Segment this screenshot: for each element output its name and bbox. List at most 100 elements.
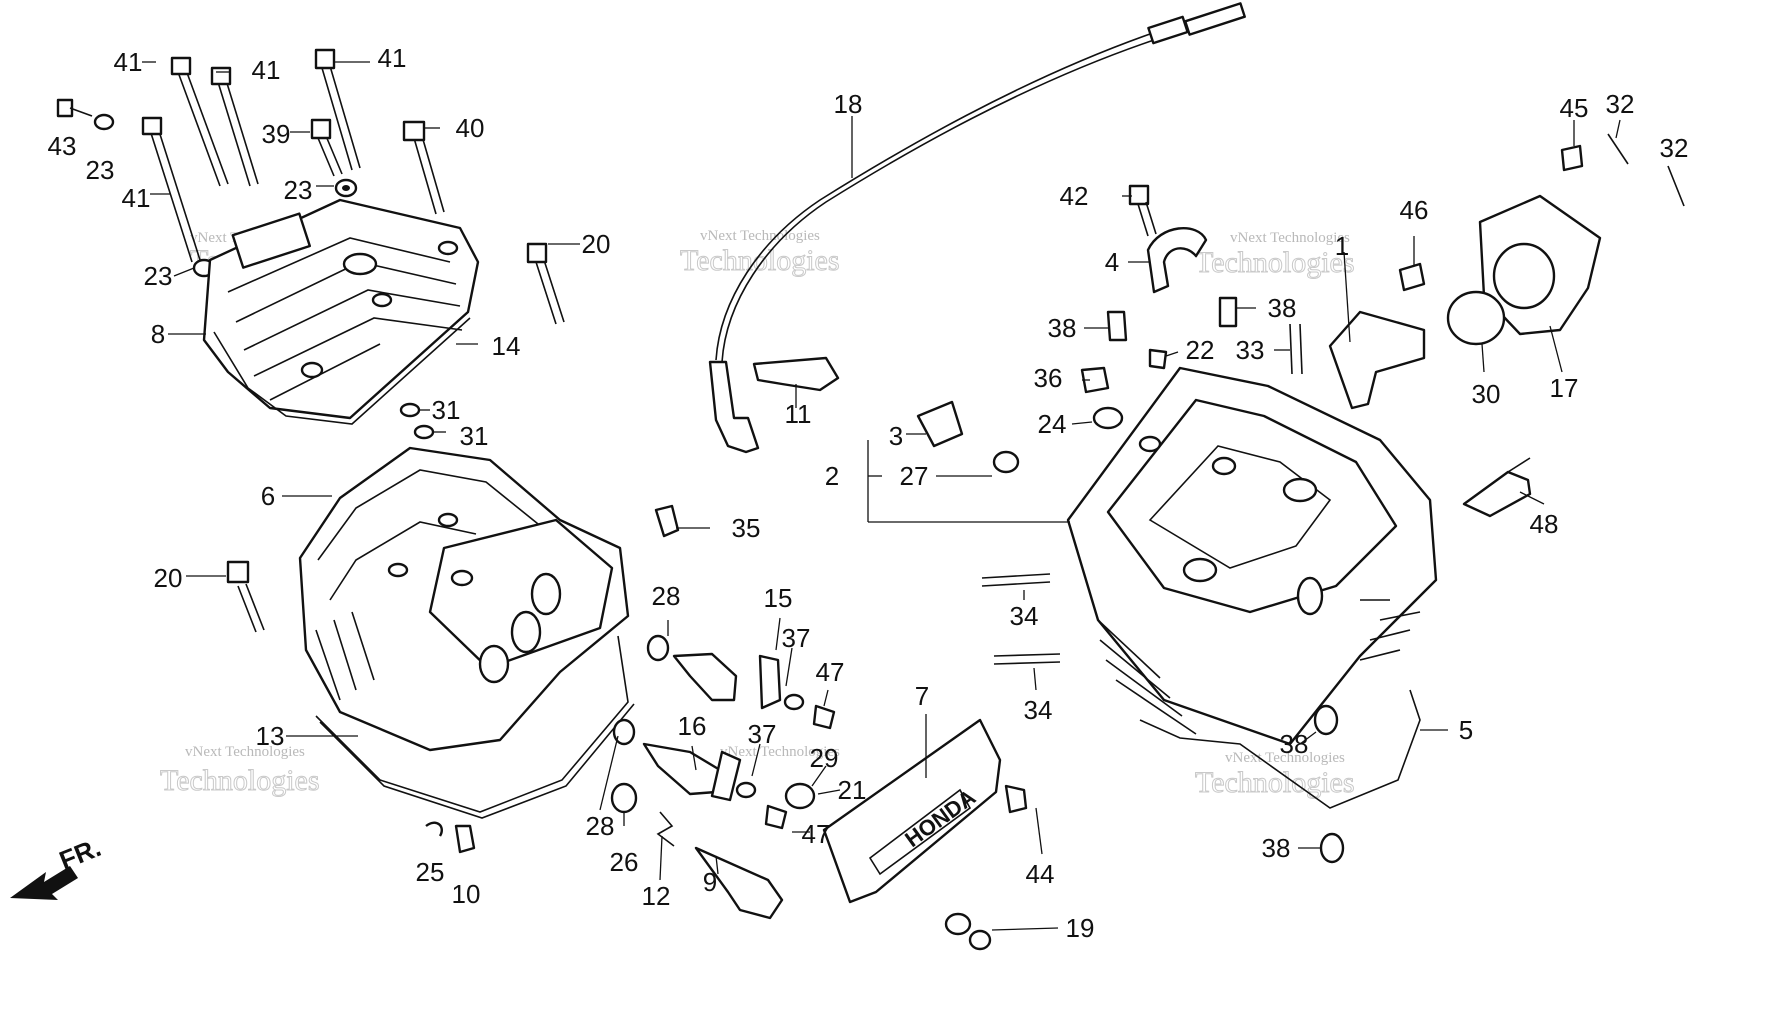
plug-19 <box>968 929 992 951</box>
washer-23-hole <box>342 185 350 191</box>
holder-4 <box>1146 227 1208 294</box>
bolt-42-shaft <box>1137 203 1149 237</box>
bolt-20-shaft <box>237 585 257 633</box>
callout-23: 23 <box>86 155 115 185</box>
shaft-15 <box>672 652 738 702</box>
spark-plug-48 <box>1462 470 1532 518</box>
stud-33 <box>1299 323 1303 375</box>
bolt-20-shaft <box>245 583 265 631</box>
plug-19 <box>944 912 972 936</box>
nut-35 <box>654 504 680 538</box>
stud-34 <box>993 661 1061 665</box>
bracket-1 <box>1328 310 1426 410</box>
callout-4: 4 <box>1105 247 1119 277</box>
pin-21 <box>784 782 816 810</box>
side-cover-7 <box>822 718 1002 904</box>
nut-31 <box>399 402 421 418</box>
watermark-group: vNext Technologies Technologies vNext Te… <box>160 228 1356 800</box>
cylinder-head-1 <box>1066 366 1438 864</box>
stud-32 <box>1667 165 1685 207</box>
dowel-38 <box>1218 296 1238 328</box>
washer-29 <box>735 781 757 799</box>
bolt-46 <box>1398 262 1426 292</box>
callout-labels: 41 41 41 41 43 23 39 40 23 23 8 14 20 31… <box>48 43 1689 943</box>
callout-21: 21 <box>838 775 867 805</box>
bolt-41-shaft <box>149 129 193 263</box>
front-direction-label: FR. <box>55 832 105 876</box>
bolt-43-head <box>56 98 74 118</box>
callout-38: 38 <box>1048 313 1077 343</box>
watermark-text: Technologies <box>160 764 320 797</box>
bolt-20-head <box>226 560 250 584</box>
gasket-13 <box>319 703 635 819</box>
callout-47: 47 <box>816 657 845 687</box>
cylinder-head-cover-8 <box>202 198 480 425</box>
callout-14: 14 <box>492 331 521 361</box>
stud-34 <box>981 573 1051 579</box>
washer-23 <box>93 113 115 131</box>
washer-37 <box>783 693 805 711</box>
callout-26: 26 <box>610 847 639 877</box>
bolt-41-head <box>170 56 192 76</box>
cable-bracket-11 <box>752 356 840 392</box>
callout-44: 44 <box>1026 859 1055 889</box>
front-direction-indicator: FR. <box>10 832 105 900</box>
callout-34: 34 <box>1010 601 1039 631</box>
bolt-47 <box>764 804 788 830</box>
callout-27: 27 <box>900 461 929 491</box>
nut-22 <box>1148 348 1168 370</box>
small-parts-left-bottom <box>425 821 476 854</box>
watermark-text: vNext Technologies <box>1230 230 1350 246</box>
callout-5: 5 <box>1459 715 1473 745</box>
callout-8: 8 <box>151 319 165 349</box>
dowel-38 <box>1106 310 1128 342</box>
callout-1: 1 <box>1335 231 1349 261</box>
watermark-text: Technologies <box>1195 246 1355 279</box>
washer-24 <box>1092 406 1124 430</box>
callout-42: 42 <box>1060 181 1089 211</box>
seal-26 <box>610 782 638 814</box>
callout-23: 23 <box>144 261 173 291</box>
spark-plug-48-tip <box>1507 457 1531 473</box>
dowel-38 <box>1319 832 1345 864</box>
callout-38: 38 <box>1280 729 1309 759</box>
callout-46: 46 <box>1400 195 1429 225</box>
bolt-41-head <box>314 48 336 70</box>
bolt-42-head <box>1128 184 1150 206</box>
callout-31: 31 <box>432 395 461 425</box>
callout-34: 34 <box>1024 695 1053 725</box>
callout-30: 30 <box>1472 379 1501 409</box>
callout-16: 16 <box>678 711 707 741</box>
bolt-20-shaft <box>535 261 557 325</box>
o-ring-30 <box>1446 290 1506 346</box>
bolt-41-shaft <box>177 71 221 187</box>
callout-28: 28 <box>652 581 681 611</box>
bolt-43-shaft <box>69 107 93 117</box>
stud-34 <box>993 653 1061 657</box>
decomp-cable-18 <box>708 2 1246 454</box>
callout-11: 11 <box>785 399 812 429</box>
o-ring-28 <box>646 634 670 662</box>
callout-24: 24 <box>1038 409 1067 439</box>
callout-36: 36 <box>1034 363 1063 393</box>
callout-6: 6 <box>261 481 275 511</box>
bolt-41-shaft <box>225 79 259 185</box>
callout-9: 9 <box>703 867 717 897</box>
callout-15: 15 <box>764 583 793 613</box>
callout-3: 3 <box>889 421 903 451</box>
dowel-38 <box>1313 704 1339 736</box>
watermark-text: vNext Technologies <box>720 744 840 760</box>
bolt-41-shaft <box>185 69 229 185</box>
pin-10 <box>454 824 476 854</box>
bolt-39-shaft <box>317 137 335 177</box>
bolt-45 <box>1560 144 1584 172</box>
bolt-41-head <box>210 66 232 86</box>
callout-18: 18 <box>834 89 863 119</box>
insulator-17-port <box>1492 242 1556 310</box>
bolt-44 <box>1004 784 1028 814</box>
callout-22: 22 <box>1186 335 1215 365</box>
bolt-47 <box>812 704 836 730</box>
cylinder-head-gasket-5 <box>1139 689 1421 809</box>
nut-31 <box>413 424 435 440</box>
